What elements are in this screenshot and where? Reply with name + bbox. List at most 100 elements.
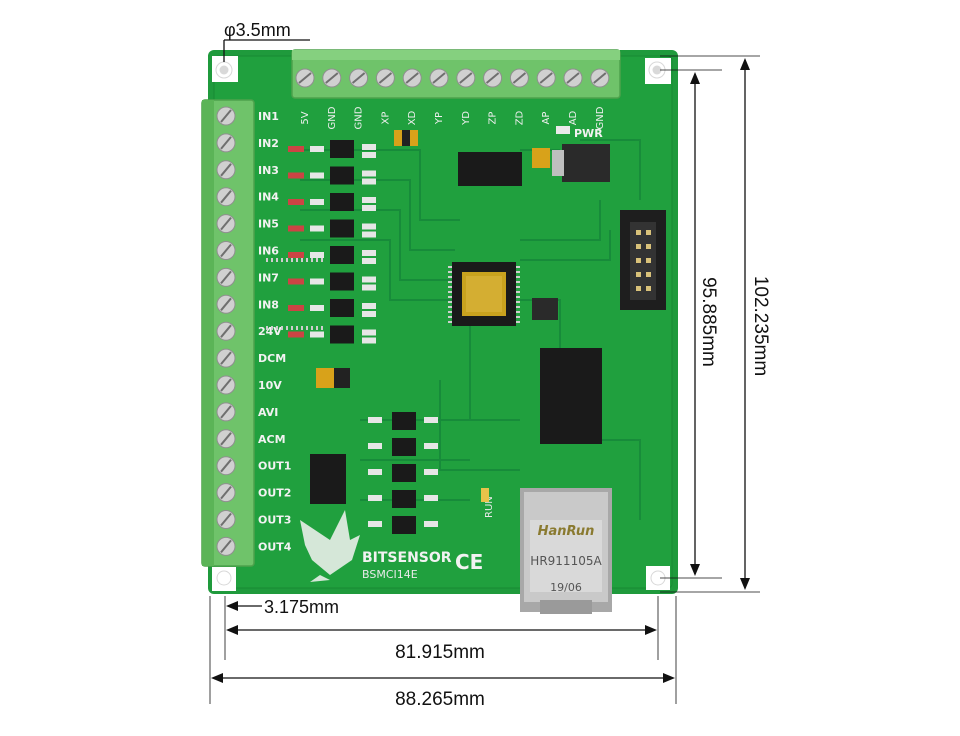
left-terminal-screw (216, 160, 236, 180)
pcb-traces (300, 139, 641, 520)
ic-left-small (310, 454, 346, 504)
output-channel (368, 438, 438, 456)
top-terminal-labels: 5V GND GND XP XD YP YD ZP ZD AP AD GND (300, 106, 606, 129)
top-terminal-screw (563, 68, 583, 88)
run-led (481, 488, 489, 502)
input-channel (288, 299, 376, 317)
top-terminal-label: XD (407, 110, 418, 125)
left-terminal-screw (216, 456, 236, 476)
input-channel (288, 193, 376, 211)
top-terminal-label: YP (434, 112, 445, 125)
left-terminal-screw (216, 483, 236, 503)
top-terminal-label: GND (595, 106, 606, 129)
top-terminal-screw (402, 68, 422, 88)
eagle-logo (300, 510, 360, 582)
top-terminal-label: ZP (488, 112, 499, 125)
left-terminal-label: IN6 (258, 245, 279, 258)
input-channel (288, 219, 376, 238)
ethernet-jack: HanRun HR911105A 19/06 (520, 488, 612, 614)
dimension-arrows (211, 58, 750, 683)
top-terminal-screw (295, 68, 315, 88)
top-terminal-screw (483, 68, 503, 88)
jack-date-code: 19/06 (550, 581, 582, 594)
hole-offset-label: 3.175mm (264, 597, 339, 617)
jack-part-number: HR911105A (530, 554, 602, 568)
left-terminal-label: DCM (258, 352, 286, 365)
left-terminal-label: OUT4 (258, 540, 292, 553)
mounting-hole-bottom-left (216, 570, 232, 586)
top-terminal-screw (536, 68, 556, 88)
ce-mark: CE (455, 550, 483, 574)
output-channel (368, 516, 438, 534)
top-terminal-label: AD (568, 110, 579, 125)
left-terminal-screw (216, 294, 236, 314)
left-terminal-block (201, 99, 255, 567)
left-terminal-screw (216, 133, 236, 153)
input-optocouplers (288, 140, 376, 344)
left-terminal-screw (216, 241, 236, 260)
top-terminal-screw (590, 68, 610, 88)
left-terminal-screw (216, 106, 236, 126)
output-channel (368, 412, 438, 430)
inner-height-label: 95.885mm (698, 277, 719, 367)
dimension-lines (209, 39, 760, 704)
pwr-led (556, 126, 570, 134)
top-terminal-screw (375, 68, 395, 88)
mcu-chip (452, 262, 516, 326)
left-terminal-screw (216, 510, 236, 529)
top-terminal-screw (456, 68, 476, 88)
pwr-label: PWR (574, 127, 603, 140)
left-terminal-labels: IN1IN2IN3IN4IN5IN6IN7IN824VDCM10VAVIACMO… (258, 110, 292, 553)
small-chip-center (532, 298, 558, 320)
left-terminal-screw (216, 375, 236, 395)
voltage-regulator (552, 144, 610, 182)
left-terminal-label: OUT1 (258, 460, 291, 473)
left-terminal-label: IN3 (258, 164, 279, 177)
top-terminal-label: GND (354, 106, 365, 129)
top-terminal-label: 5V (300, 111, 311, 124)
inner-width-label: 81.915mm (395, 642, 485, 663)
left-terminal-label: IN4 (258, 191, 279, 204)
left-terminal-screw (216, 321, 236, 341)
mcu-pins (266, 258, 520, 330)
top-terminal-screw (349, 68, 369, 88)
input-channel (288, 166, 376, 185)
top-terminal-label: AP (541, 112, 552, 125)
output-channel (368, 490, 438, 508)
left-terminal-label: IN7 (258, 271, 279, 284)
ic-right-large (540, 348, 602, 444)
left-terminal-label: OUT2 (258, 487, 291, 500)
pin-header (620, 210, 666, 310)
input-channel (288, 272, 376, 291)
left-terminal-label: IN2 (258, 137, 279, 150)
input-channel (288, 325, 376, 344)
input-channel (288, 140, 376, 158)
top-terminal-label: GND (327, 106, 338, 129)
top-terminal-label: ZD (514, 110, 525, 125)
left-terminal-label: IN1 (258, 110, 279, 123)
top-terminal-label: XP (380, 112, 391, 125)
output-channel (368, 464, 438, 482)
capacitor-top (394, 130, 418, 146)
ic-top-center (458, 152, 522, 186)
model-label: BSMCI14E (362, 568, 418, 581)
top-terminal-label: YD (461, 111, 472, 126)
left-terminal-screw (216, 267, 236, 287)
mounting-holes (212, 56, 671, 591)
left-terminal-label: OUT3 (258, 514, 291, 527)
top-terminal-screw (322, 68, 342, 88)
left-terminal-screw (216, 402, 236, 422)
left-terminal-label: IN8 (258, 298, 279, 311)
left-terminal-label: ACM (258, 433, 286, 446)
left-terminal-screw (216, 536, 236, 556)
left-terminal-label: AVI (258, 406, 278, 419)
capacitor-yellow-2 (316, 368, 350, 388)
left-terminal-screw (216, 429, 236, 449)
input-channel (288, 246, 376, 264)
top-terminal-screw (509, 68, 529, 88)
left-terminal-screw (216, 348, 236, 368)
brand-label: BITSENSOR (362, 550, 452, 566)
left-terminal-screw (216, 214, 236, 234)
capacitor-yellow (532, 148, 550, 168)
